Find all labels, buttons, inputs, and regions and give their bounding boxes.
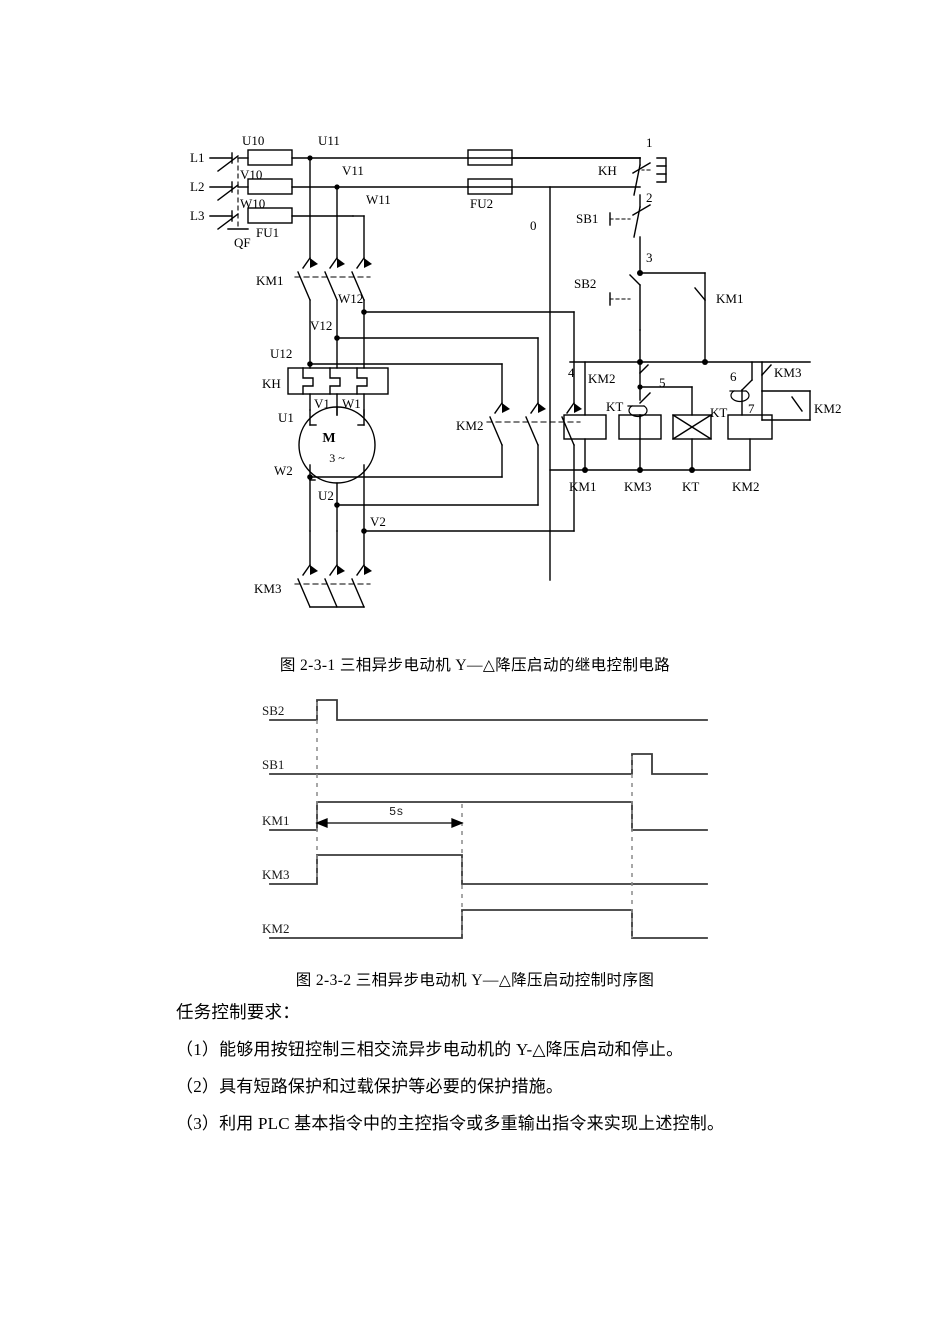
- label-v12: V12: [310, 318, 332, 333]
- figure-timing-diagram: SB2 SB1 KM1 KM3 KM2 5s: [262, 692, 712, 947]
- timing-label-sb1: SB1: [262, 757, 284, 772]
- node-4: 4: [568, 365, 575, 380]
- requirement-item-2: （2）具有短路保护和过载保护等必要的保护措施。: [176, 1077, 564, 1096]
- label-km3-main: KM3: [254, 581, 281, 596]
- node-5: 5: [659, 375, 666, 390]
- label-kh-relay: KH: [262, 376, 281, 391]
- timing-label-km1: KM1: [262, 813, 289, 828]
- requirement-item-3: （3）利用 PLC 基本指令中的主控指令或多重输出指令来实现上述控制。: [176, 1114, 725, 1133]
- label-fu2: FU2: [470, 196, 493, 211]
- label-qf: QF: [234, 235, 251, 250]
- label-u12: U12: [270, 346, 292, 361]
- label-fu1: FU1: [256, 225, 279, 240]
- figure1-caption: 图 2-3-1 三相异步电动机 Y—△降压启动的继电控制电路: [279, 657, 671, 674]
- label-sb1: SB1: [576, 211, 598, 226]
- label-km2-no: KM2: [814, 401, 841, 416]
- label-kh-contact: KH: [598, 163, 617, 178]
- label-v10: V10: [240, 167, 262, 182]
- label-motor-phase: 3 ~: [329, 451, 345, 465]
- coil-label-km1: KM1: [569, 479, 596, 494]
- node-1: 1: [646, 135, 653, 150]
- node-7: 7: [748, 401, 755, 416]
- label-kt-no: KT: [710, 405, 727, 420]
- label-km1-hold: KM1: [716, 291, 743, 306]
- label-motor-m: M: [322, 431, 335, 446]
- node-3: 3: [646, 250, 653, 265]
- timing-annotation-5s: 5s: [389, 805, 403, 819]
- label-w11: W11: [366, 192, 391, 207]
- coil-label-km3: KM3: [624, 479, 651, 494]
- label-v11: V11: [342, 163, 364, 178]
- figure2-caption: 图 2-3-2 三相异步电动机 Y—△降压启动控制时序图: [295, 972, 655, 989]
- label-km2-main: KM2: [456, 418, 483, 433]
- label-km3-nc: KM3: [774, 365, 801, 380]
- coil-label-kt: KT: [682, 479, 699, 494]
- node-2: 2: [646, 190, 653, 205]
- label-u10: U10: [242, 133, 264, 148]
- timing-label-sb2: SB2: [262, 703, 284, 718]
- figure-relay-control-circuit: L1 L2 L3 U10 V10 W10 QF FU1 FU2 U11 V11 …: [170, 125, 841, 635]
- label-l2: L2: [190, 179, 204, 194]
- label-u1: U1: [278, 410, 294, 425]
- label-sb2: SB2: [574, 276, 596, 291]
- label-l3: L3: [190, 208, 204, 223]
- label-km2-nc: KM2: [588, 371, 615, 386]
- requirement-item-1: （1）能够用按钮控制三相交流异步电动机的 Y-△降压启动和停止。: [176, 1040, 684, 1059]
- label-w2: W2: [274, 463, 293, 478]
- label-km1-main: KM1: [256, 273, 283, 288]
- label-l1: L1: [190, 150, 204, 165]
- node-0: 0: [530, 218, 537, 233]
- timing-label-km3: KM3: [262, 867, 289, 882]
- node-6: 6: [730, 369, 737, 384]
- label-v2: V2: [370, 514, 386, 529]
- requirements-title: 任务控制要求：: [176, 1002, 300, 1022]
- label-w1: W1: [342, 396, 361, 411]
- label-u2: U2: [318, 488, 334, 503]
- coil-label-km2: KM2: [732, 479, 759, 494]
- label-v1: V1: [314, 396, 330, 411]
- label-w12: W12: [338, 291, 363, 306]
- label-kt-nc: KT: [606, 399, 623, 414]
- label-w10: W10: [240, 196, 265, 211]
- timing-label-km2: KM2: [262, 921, 289, 936]
- label-u11: U11: [318, 133, 340, 148]
